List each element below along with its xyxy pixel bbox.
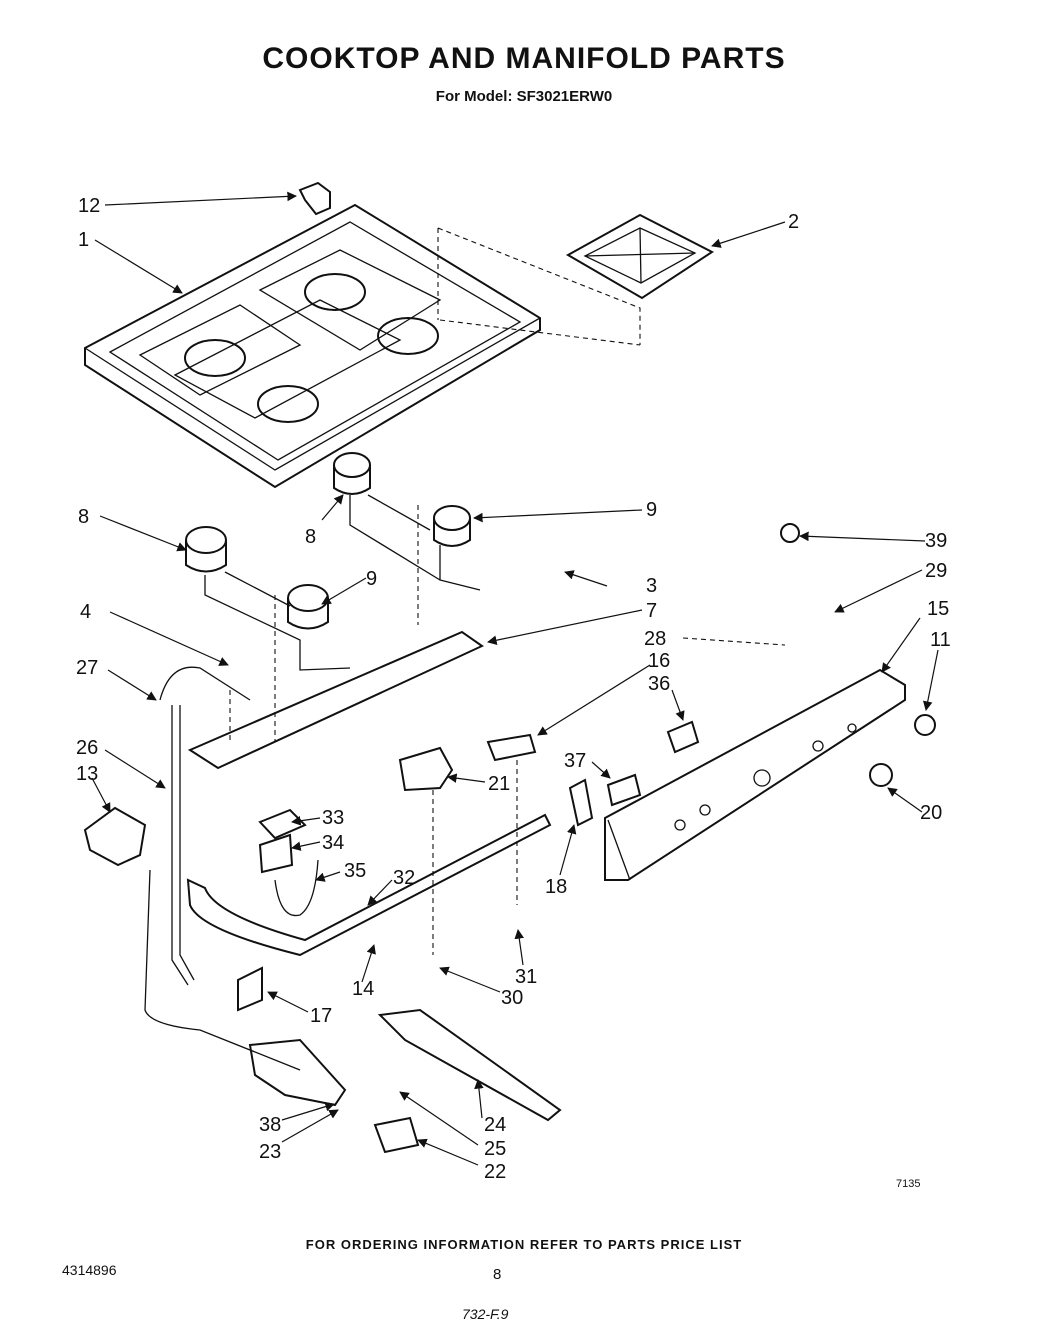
knob-20 (869, 763, 893, 787)
callout-7: 7 (646, 600, 657, 622)
pilot-assembly (248, 1038, 347, 1107)
callout-3: 3 (646, 575, 657, 597)
part-39 (780, 523, 800, 543)
knob-11 (914, 714, 936, 736)
gas-tube-lower (144, 869, 301, 1071)
callout-29: 29 (925, 560, 947, 582)
part-16 (486, 733, 537, 762)
bracket-36 (666, 720, 700, 754)
figure-code: 7135 (896, 1178, 921, 1190)
callout-leaders (91, 191, 939, 1166)
callout-13: 13 (76, 763, 98, 785)
callout-1: 1 (78, 229, 89, 251)
callout-18: 18 (545, 876, 567, 898)
callout-39: 39 (925, 530, 947, 552)
callout-20: 20 (920, 802, 942, 824)
callout-9-left: 9 (366, 568, 377, 590)
callout-32: 32 (393, 867, 415, 889)
callout-8-left: 8 (78, 506, 89, 528)
callout-38: 38 (259, 1114, 281, 1136)
gas-tube (159, 666, 251, 986)
burner-grate (565, 213, 714, 300)
bracket-18 (568, 778, 594, 827)
page-title: COOKTOP AND MANIFOLD PARTS (262, 42, 786, 75)
front-burner-assembly (185, 526, 351, 671)
callout-27: 27 (76, 657, 98, 679)
callout-35: 35 (344, 860, 366, 882)
callout-21: 21 (488, 773, 510, 795)
safety-valve (398, 746, 454, 792)
callout-16: 16 (648, 650, 670, 672)
bracket-37 (606, 773, 642, 807)
callout-12: 12 (78, 195, 100, 217)
callout-4: 4 (80, 601, 91, 623)
callout-25: 25 (484, 1138, 506, 1160)
page-number: 8 (493, 1266, 502, 1283)
callout-36: 36 (648, 673, 670, 695)
callout-37: 37 (564, 750, 586, 772)
document-number: 4314896 (62, 1262, 117, 1278)
control-panel (604, 668, 906, 881)
callout-8-right: 8 (305, 526, 316, 548)
pressure-regulator (83, 806, 147, 867)
cooktop-panel (84, 203, 541, 489)
callout-2: 2 (788, 211, 799, 233)
callout-30: 30 (501, 987, 523, 1009)
ordering-note: FOR ORDERING INFORMATION REFER TO PARTS … (305, 1237, 743, 1252)
callout-22: 22 (484, 1161, 506, 1183)
manifold-bracket (187, 630, 484, 770)
gas-manifold (186, 813, 552, 957)
callout-11: 11 (930, 629, 951, 651)
model-subtitle: For Model: SF3021ERW0 (435, 88, 613, 105)
oven-burner (377, 1008, 562, 1122)
callout-26: 26 (76, 737, 98, 759)
callout-34: 34 (322, 832, 344, 854)
callout-17: 17 (310, 1005, 332, 1027)
callout-24: 24 (484, 1114, 506, 1136)
handwritten-mark: 732-F.9 (462, 1306, 509, 1322)
bracket-12 (298, 181, 331, 216)
callout-31: 31 (515, 966, 537, 988)
callout-14: 14 (352, 978, 374, 1000)
callout-28: 28 (644, 628, 666, 650)
bracket-17 (237, 966, 263, 1012)
callout-23: 23 (259, 1141, 281, 1163)
callout-labels: 12 1 2 8 8 9 9 3 39 29 15 11 4 7 28 16 3… (76, 195, 951, 1183)
rear-burner-assembly (333, 452, 481, 591)
callout-33: 33 (322, 807, 344, 829)
oven-valve (373, 1116, 420, 1154)
ignition-module (258, 833, 294, 874)
callout-15: 15 (927, 598, 949, 620)
spark-wire (274, 859, 319, 917)
callout-9-right: 9 (646, 499, 657, 521)
bracket-33 (258, 808, 307, 840)
